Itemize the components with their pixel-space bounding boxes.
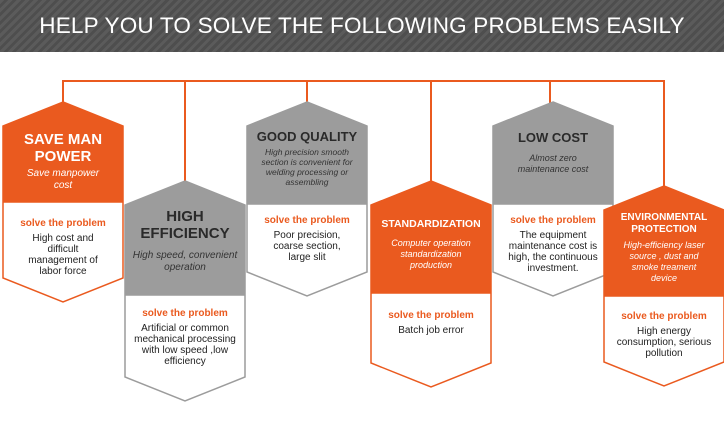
page-title: HELP YOU TO SOLVE THE FOLLOWING PROBLEMS… [39, 13, 685, 38]
card-save-man-power: SAVE MAN POWER Save manpower cost solve … [2, 101, 124, 303]
solve-problem-label: solve the problem [264, 215, 350, 226]
solve-problem-label: solve the problem [510, 215, 596, 226]
solve-problem-label: solve the problem [388, 310, 474, 321]
card-environmental-protection: ENVIRONMENTAL PROTECTION High-efficiency… [603, 185, 724, 387]
card-description: High-efficiency laser source , dust and … [623, 240, 705, 283]
card-description: Save manpower cost [26, 168, 100, 191]
problem-description: Poor precision, coarse section, large sl… [273, 230, 341, 263]
card-heading: HIGH EFFICIENCY [140, 208, 230, 242]
problem-description: Artificial or common mechanical processi… [134, 323, 236, 367]
solve-problem-label: solve the problem [621, 311, 707, 322]
card-heading: GOOD QUALITY [256, 129, 358, 144]
header-banner [0, 0, 724, 52]
problem-description: The equipment maintenance cost is high, … [508, 230, 598, 274]
card-hexagon-shape [2, 101, 124, 303]
card-low-cost: LOW COST Almost zero maintenance cost so… [492, 101, 614, 297]
card-hexagon-shape [246, 101, 368, 297]
card-heading: ENVIRONMENTAL PROTECTION [620, 212, 708, 235]
solve-problem-label: solve the problem [20, 218, 106, 229]
card-heading: STANDARDIZATION [381, 218, 481, 230]
card-hexagon-shape [492, 101, 614, 297]
problem-description: Batch job error [398, 325, 464, 336]
card-description: Computer operation standardization produ… [391, 238, 471, 270]
card-heading: SAVE MAN POWER [23, 131, 103, 165]
problem-description: High cost and difficult management of la… [28, 233, 98, 277]
card-hexagon-shape [603, 185, 724, 387]
problem-description: High energy consumption, serious polluti… [616, 326, 712, 359]
solve-problem-label: solve the problem [142, 308, 228, 319]
card-hexagon-shape [124, 180, 246, 402]
card-high-efficiency: HIGH EFFICIENCY High speed, convenient o… [124, 180, 246, 402]
card-description: Almost zero maintenance cost [517, 153, 589, 174]
card-good-quality: GOOD QUALITY High precision smooth secti… [246, 101, 368, 297]
card-description: High speed, convenient operation [132, 250, 238, 273]
card-heading: LOW COST [517, 130, 589, 145]
card-description: High precision smooth section is conveni… [261, 147, 353, 187]
card-standardization: STANDARDIZATION Computer operation stand… [370, 180, 492, 388]
card-hexagon-shape [370, 180, 492, 388]
